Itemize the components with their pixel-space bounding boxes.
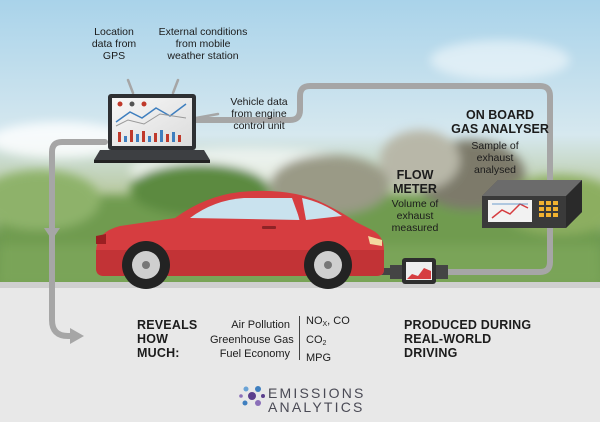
reveals-line: MUCH: [137,346,180,360]
road [0,285,600,422]
vehicle-label-line: Vehicle data [230,96,288,108]
location-label-line: GPS [102,50,126,62]
reveals-line: REVEALS [137,318,198,332]
flow-desc-line: exhaust [396,210,434,222]
flow-desc-line: measured [391,222,439,234]
laptop-icon [94,94,210,163]
vehicle-label-line: from engine [231,108,287,120]
location-label-line: data from [91,38,137,50]
produced-line: REAL-WORLD [404,332,492,346]
flow-title-line: METER [393,182,437,196]
flow-meter-icon [390,258,448,284]
external-label-line: from mobile [175,38,231,50]
pollutant-mpg: MPG [306,352,332,364]
onboard-desc-line: exhaust [476,152,514,164]
co2-text: CO [306,333,323,346]
pollutant-list: NOX, CO CO2 MPG [306,314,386,366]
flow-title-line: FLOW [396,168,434,182]
nox-text: NO [306,315,323,327]
emissions-analytics-logo-icon [239,386,265,406]
nox-subscript: X [322,321,328,328]
location-label: Location data from GPS [82,26,146,62]
metric-air-pollution: Air Pollution [231,319,290,331]
pollutant-nox-co: NOX, CO [306,314,386,333]
onboard-analyser-description: Sample of exhaust analysed [456,140,534,176]
produced-during-heading: PRODUCED DURING REAL-WORLD DRIVING [404,318,532,360]
flow-desc-line: Volume of [391,198,439,210]
external-label-line: weather station [167,50,239,62]
metrics-list: Air Pollution Greenhouse Gas Fuel Econom… [210,318,294,362]
brand-name-line2: ANALYTICS [268,399,365,415]
flow-meter-title: FLOW METER [385,168,445,196]
co-text: , CO [327,315,350,327]
arrow-down-icon [44,228,60,240]
car-icon [96,190,384,289]
metric-greenhouse-gas: Greenhouse Gas [210,333,294,346]
metric-fuel-economy: Fuel Economy [219,348,290,360]
produced-line: PRODUCED DURING [404,318,532,332]
co2-subscript: 2 [322,339,327,347]
flow-meter-description: Volume of exhaust measured [380,198,450,234]
reveals-line: HOW [137,332,169,346]
onboard-analyser-title: ON BOARD GAS ANALYSER [438,108,562,136]
vehicle-label-line: control unit [233,120,285,132]
onboard-desc-line: analysed [473,164,517,176]
onboard-title-line: GAS ANALYSER [451,122,549,136]
arrow-right-icon [70,328,84,344]
gas-analyser-icon [482,180,582,228]
brand-name-line1: EMISSIONS [268,385,366,401]
reveals-how-much-heading: REVEALS HOW MUCH: [137,318,203,360]
external-conditions-label: External conditions from mobile weather … [148,26,258,62]
onboard-title-line: ON BOARD [465,108,535,122]
metrics-divider [299,316,300,360]
external-label-line: External conditions [158,26,248,38]
pollutant-co2: CO2 [306,333,386,352]
vehicle-data-label: Vehicle data from engine control unit [222,96,296,132]
location-label-line: Location [94,26,134,38]
produced-line: DRIVING [404,346,458,360]
onboard-desc-line: Sample of [471,140,519,152]
